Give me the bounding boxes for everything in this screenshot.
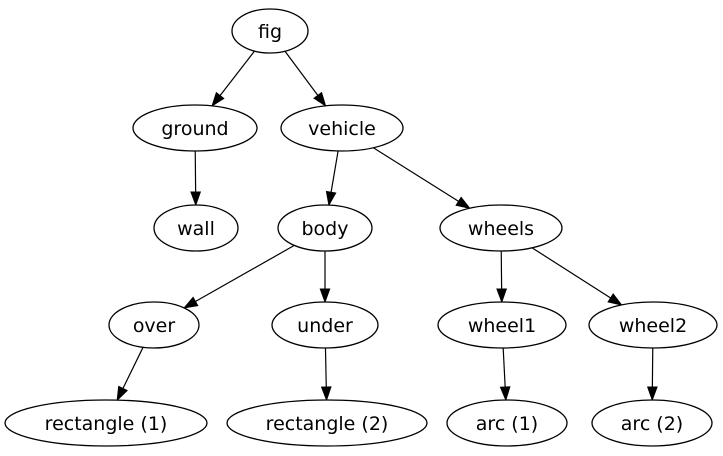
edge-fig-vehicle <box>284 50 327 108</box>
arrowhead-wheel1 <box>496 288 508 304</box>
arrowhead-rectangle1 <box>116 385 128 402</box>
node-label-rectangle2: rectangle (2) <box>266 413 389 435</box>
node-label-wheel1: wheel1 <box>468 315 536 337</box>
arrowhead-rectangle2 <box>320 386 332 402</box>
node-ellipse-fig <box>231 8 309 54</box>
edge-wheel2-arc2 <box>646 347 658 402</box>
arrowhead-ground <box>211 91 225 108</box>
node-label-vehicle: vehicle <box>308 118 376 140</box>
edge-vehicle-body <box>325 150 339 207</box>
node-rectangle2: rectangle (2) <box>226 399 428 447</box>
node-under: under <box>271 301 379 349</box>
edge-wheels-wheel2 <box>531 247 623 306</box>
arrowhead-over <box>182 296 199 309</box>
node-wheel1: wheel1 <box>437 301 567 349</box>
node-wheels: wheels <box>439 204 563 252</box>
edge-over-rectangle1 <box>116 347 144 402</box>
node-label-wheels: wheels <box>468 218 534 240</box>
node-ellipse-rectangle2 <box>226 399 428 447</box>
node-label-over: over <box>133 315 176 337</box>
node-ellipse-arc1 <box>446 399 568 447</box>
node-ellipse-wheel1 <box>437 301 567 349</box>
node-arc1: arc (1) <box>446 399 568 447</box>
edge-vehicle-wheels <box>373 147 471 210</box>
arrowhead-wall <box>190 191 202 207</box>
arrowhead-body <box>325 190 337 207</box>
node-label-wall: wall <box>177 218 215 240</box>
arrowhead-under <box>319 288 331 304</box>
node-ellipse-wheel2 <box>588 301 718 349</box>
node-label-rectangle1: rectangle (1) <box>45 413 168 435</box>
node-label-arc1: arc (1) <box>476 413 538 435</box>
node-arc2: arc (2) <box>591 399 713 447</box>
node-vehicle: vehicle <box>280 104 404 152</box>
node-ellipse-ground <box>132 104 258 152</box>
edge-body-over <box>182 244 295 309</box>
node-ellipse-wall <box>153 204 239 252</box>
arrowhead-wheels <box>455 196 471 210</box>
node-ellipse-arc2 <box>591 399 713 447</box>
node-ellipse-over <box>108 301 200 349</box>
arrowhead-arc2 <box>646 386 658 402</box>
node-fig: fig <box>231 8 309 54</box>
node-ellipse-wheels <box>439 204 563 252</box>
edge-wheels-wheel1 <box>496 250 508 304</box>
node-over: over <box>108 301 200 349</box>
arrowhead-wheel2 <box>607 293 623 306</box>
node-ground: ground <box>132 104 258 152</box>
node-label-fig: fig <box>258 21 282 43</box>
node-wheel2: wheel2 <box>588 301 718 349</box>
arrowhead-vehicle <box>313 91 327 108</box>
node-ellipse-body <box>277 204 373 252</box>
node-label-body: body <box>302 218 349 240</box>
node-ellipse-under <box>271 301 379 349</box>
edge-under-rectangle2 <box>320 347 332 402</box>
node-label-arc2: arc (2) <box>621 413 683 435</box>
edge-fig-ground <box>211 50 255 108</box>
node-label-ground: ground <box>161 118 228 140</box>
arrowhead-arc1 <box>499 386 511 402</box>
node-body: body <box>277 204 373 252</box>
edge-ground-wall <box>190 150 202 207</box>
edge-wheel1-arc1 <box>499 347 511 402</box>
node-ellipse-vehicle <box>280 104 404 152</box>
node-label-wheel2: wheel2 <box>619 315 687 337</box>
node-rectangle1: rectangle (1) <box>4 399 208 447</box>
node-wall: wall <box>153 204 239 252</box>
edge-body-under <box>319 251 331 304</box>
node-label-under: under <box>297 315 353 337</box>
node-ellipse-rectangle1 <box>4 399 208 447</box>
